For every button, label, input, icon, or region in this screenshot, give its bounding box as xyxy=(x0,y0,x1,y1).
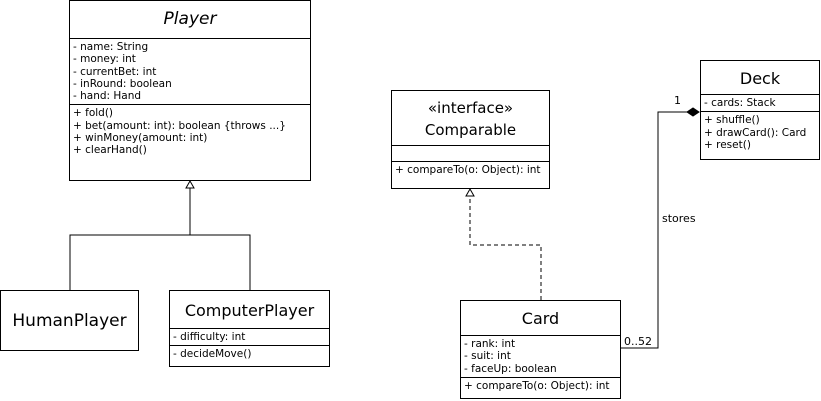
operation: + drawCard(): Card xyxy=(704,126,807,139)
operation: + clearHand() xyxy=(73,144,147,157)
operation: + winMoney(amount: int) xyxy=(73,132,208,145)
operation: + bet(amount: int): boolean {throws ...} xyxy=(73,119,286,132)
attributes-section xyxy=(392,146,549,162)
operation: + shuffle() xyxy=(704,114,760,127)
operations-section: + fold() + bet(amount: int): boolean {th… xyxy=(70,105,310,158)
operation: + fold() xyxy=(73,107,114,120)
realization-arrowhead xyxy=(465,187,475,197)
attribute: - inRound: boolean xyxy=(73,77,172,90)
class-name: Card xyxy=(461,301,620,336)
attribute: - hand: Hand xyxy=(73,90,142,103)
attributes-section: - name: String - money: int - currentBet… xyxy=(70,39,310,106)
class-deck[interactable]: Deck - cards: Stack + shuffle() + drawCa… xyxy=(700,60,820,160)
operations-section: + compareTo(o: Object): int xyxy=(461,378,620,394)
class-comparable[interactable]: «interface» Comparable + compareTo(o: Ob… xyxy=(391,90,550,189)
multiplicity-deck: 1 xyxy=(674,94,681,107)
realization-edge xyxy=(469,196,542,300)
generalization-edge-human xyxy=(69,188,191,290)
attribute: - difficulty: int xyxy=(173,331,246,343)
class-card[interactable]: Card - rank: int - suit: int - faceUp: b… xyxy=(460,300,621,399)
stereotype: «interface» xyxy=(427,99,514,117)
attributes-section: - rank: int - suit: int - faceUp: boolea… xyxy=(461,336,620,378)
class-name: HumanPlayer xyxy=(12,310,127,331)
operation: - decideMove() xyxy=(173,348,252,361)
class-name: Player xyxy=(70,1,310,39)
attribute: - cards: Stack xyxy=(704,97,776,109)
operations-section: + shuffle() + drawCard(): Card + reset() xyxy=(701,112,819,153)
generalization-edge-computer xyxy=(190,234,251,290)
operation: + compareTo(o: Object): int xyxy=(395,164,541,176)
class-name: Comparable xyxy=(424,121,517,139)
operation: + reset() xyxy=(704,138,751,151)
class-player[interactable]: Player - name: String - money: int - cur… xyxy=(69,0,311,181)
operations-section: - decideMove() xyxy=(170,346,329,362)
attribute: - currentBet: int xyxy=(73,65,157,78)
attributes-section: - cards: Stack xyxy=(701,95,819,113)
attribute: - name: String xyxy=(73,41,149,53)
class-name: ComputerPlayer xyxy=(170,291,329,329)
generalization-arrowhead xyxy=(185,179,195,189)
attributes-section: - difficulty: int xyxy=(170,329,329,347)
operation: + compareTo(o: Object): int xyxy=(464,379,610,392)
class-human-player[interactable]: HumanPlayer xyxy=(0,290,139,351)
class-computer-player[interactable]: ComputerPlayer - difficulty: int - decid… xyxy=(169,290,330,367)
operations-section: + compareTo(o: Object): int xyxy=(392,162,549,178)
composition-edge xyxy=(621,111,687,349)
class-name: Deck xyxy=(701,61,819,95)
attribute: - faceUp: boolean xyxy=(464,362,557,375)
class-header: «interface» Comparable xyxy=(392,91,549,146)
association-label: stores xyxy=(662,212,696,225)
multiplicity-card: 0..52 xyxy=(624,335,652,348)
attribute: - money: int xyxy=(73,53,136,66)
attribute: - rank: int xyxy=(464,338,516,350)
composition-diamond xyxy=(686,107,700,117)
attribute: - suit: int xyxy=(464,350,511,363)
